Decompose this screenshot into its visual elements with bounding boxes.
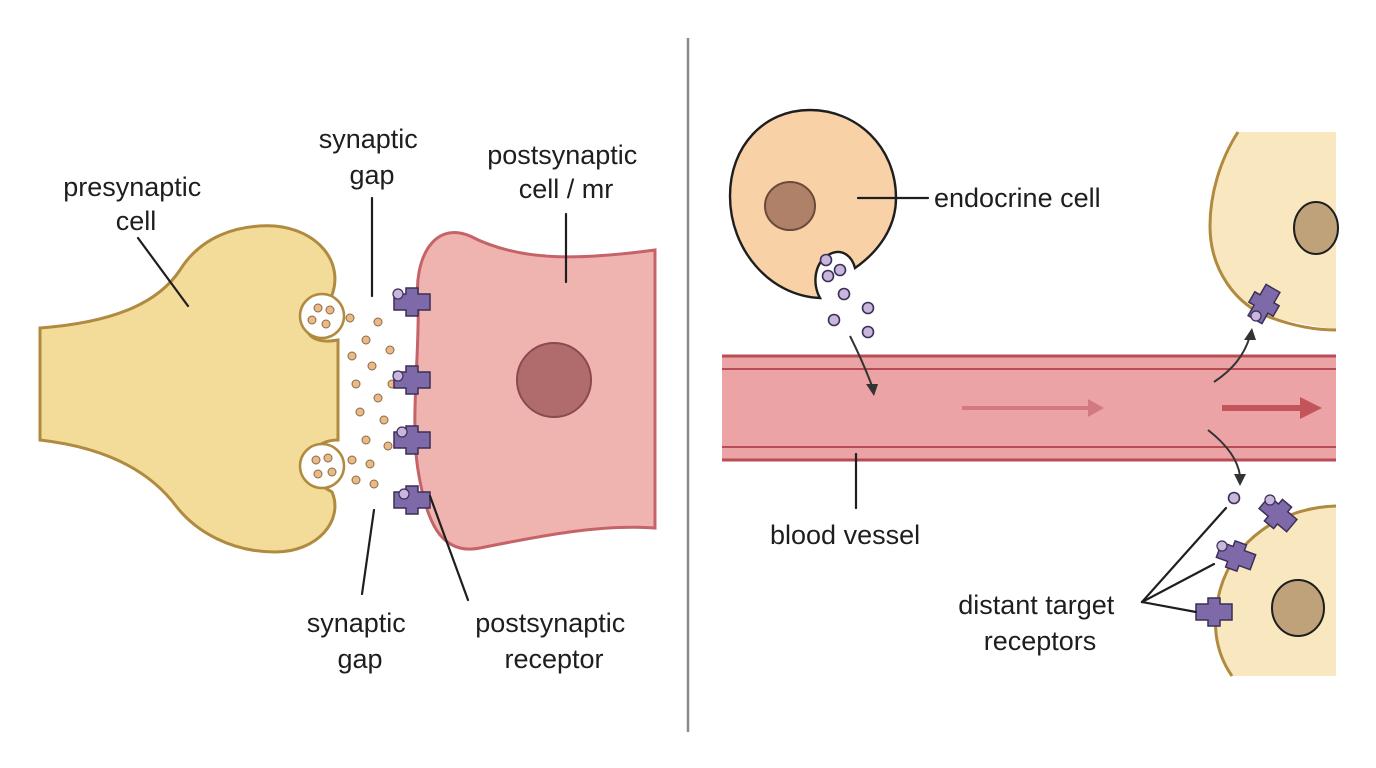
neurotransmitters (345, 313, 397, 489)
endocrine-cell-label: endocrine cell (934, 183, 1101, 213)
endocrine-nucleus (764, 181, 816, 231)
postsynaptic-nucleus (516, 342, 592, 418)
blood-vessel-label: blood vessel (770, 520, 920, 550)
target-bottom-nucleus (1271, 579, 1325, 637)
presynaptic-label: presynaptic cell (63, 172, 209, 236)
endocrine-panel: endocrine cell blood vessel distant targ… (722, 108, 1339, 677)
postsynaptic-cell-label: postsynaptic cell / mr (487, 140, 645, 204)
target-cell-top (1210, 132, 1336, 330)
presynaptic-cell (38, 224, 340, 554)
movement-arrows (849, 335, 1251, 477)
presynaptic-vesicle-pocket-top (298, 292, 346, 340)
synaptic-gap-label-bottom: synaptic gap (307, 608, 414, 674)
synapse-panel: presynaptic cell synaptic gap postsynapt… (38, 124, 657, 674)
distant-target-receptors-label: distant target receptors (958, 590, 1122, 656)
target-top-nucleus (1293, 201, 1339, 255)
presynaptic-vesicle-pocket-bottom (298, 442, 346, 490)
postsynaptic-receptor-label: postsynaptic receptor (475, 608, 633, 674)
synaptic-gap-label-top: synaptic gap (319, 124, 426, 190)
blood-vessel (722, 354, 1336, 462)
